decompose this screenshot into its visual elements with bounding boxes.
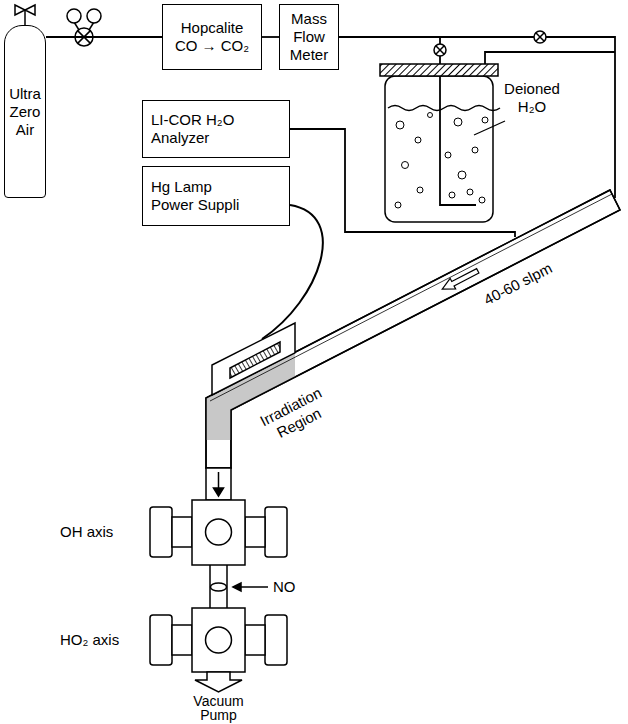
detection-cell-part [192,500,245,565]
detection-cell-part [172,517,192,547]
detection-cell-part [195,672,242,692]
lamp-housing-part [212,323,295,395]
valve-symbol-part [536,33,544,41]
box-text: CO → CO₂ [175,37,249,55]
detection-cell-part [206,627,232,653]
bubbler-jar-part-part [396,121,404,129]
detection-cell-part [265,507,287,557]
bubbler-jar [380,64,500,222]
bubbler-jar-part [385,76,493,222]
pressure-regulator-part [67,9,81,23]
power-supply-box: Hg Lamp Power Suppli [142,166,290,226]
detection-cell-part [240,586,268,588]
pump-label: Vacuum Pump [186,694,252,722]
flow-tube-part [206,190,620,468]
detection-cell-part [150,507,172,557]
cylinder-valve [15,5,35,25]
valve-symbol-part [536,33,544,41]
flow-meter-box: Mass Flow Meter [279,4,339,70]
bubbler-jar-part [395,113,488,209]
bubbler-jar-part-part [472,147,478,153]
detection-cell-part [211,583,227,591]
bubbler-jar-part-part [454,118,462,126]
lamp-housing [212,323,295,395]
cylinder-valve-part [25,5,35,15]
bubbler-jar-part-part [428,113,433,118]
detection-cell-part [150,615,172,665]
axis-label: HO₂ axis [60,631,119,649]
box-text: Ultra Zero Air [7,85,43,139]
bubbler-jar-part-part [395,202,401,208]
detection-cell-part [206,468,231,500]
axis-label: OH axis [60,523,113,541]
bubbler-jar-part-part [449,192,455,198]
valve-symbol-part [434,44,446,56]
gas-label: NO [273,578,296,596]
detection-cell-part [192,608,245,672]
cylinder-valve-part [24,10,26,25]
gas-line [46,36,162,38]
valve-symbol-part [436,46,444,54]
flow-tube-part [206,190,620,468]
detection-cell-part [172,625,192,655]
bubbler-jar-part-part [482,117,488,123]
bubbler-jar-part-part [415,137,421,143]
detection-cell-part [214,488,224,496]
lamp-housing-part [230,342,280,378]
detection-cell-part [245,625,265,655]
material-label: Deioned H₂O [500,80,564,116]
box-text: Hg Lamp Power Suppli [151,178,247,214]
gas-line [262,36,279,38]
scrubber-box: HopcaliteCO → CO₂ [162,4,262,70]
detection-cell-part [265,615,287,665]
bubbler-jar-part [380,64,498,76]
valve-symbol-part [436,46,444,54]
valve-symbol-part [534,31,546,43]
detection-cell-part [206,519,232,545]
pressure-regulator [67,9,101,46]
detection-cell-part [233,583,241,591]
box-text: LI-COR H₂O Analyzer [151,111,247,147]
analyzer-box: LI-COR H₂O Analyzer [142,100,290,158]
valve-symbol [434,31,546,56]
bubbler-jar-part-part [479,197,485,203]
bubbler-jar-part-part [402,162,409,169]
pressure-regulator-part [87,9,101,23]
gas-lines-part [485,52,615,64]
flow-arrow-part [439,266,480,295]
gas-cylinder: Ultra Zero Air [4,25,46,198]
bubbler-jar-part-part [467,189,473,195]
bubbler-jar-part-part [417,187,423,193]
bubbler-jar-part-part [445,152,451,158]
box-text: Mass Flow Meter [283,10,335,64]
flow-arrow [439,266,480,295]
flow-tube [206,190,620,468]
bubbler-jar-part [388,106,500,111]
bubbler-jar-part-part [458,171,466,179]
detection-cell [150,468,287,692]
detection-cell-part [245,517,265,547]
leader-line [474,121,505,135]
bubbler-jar-part [440,76,476,205]
box-text: Hopcalite [181,19,244,37]
